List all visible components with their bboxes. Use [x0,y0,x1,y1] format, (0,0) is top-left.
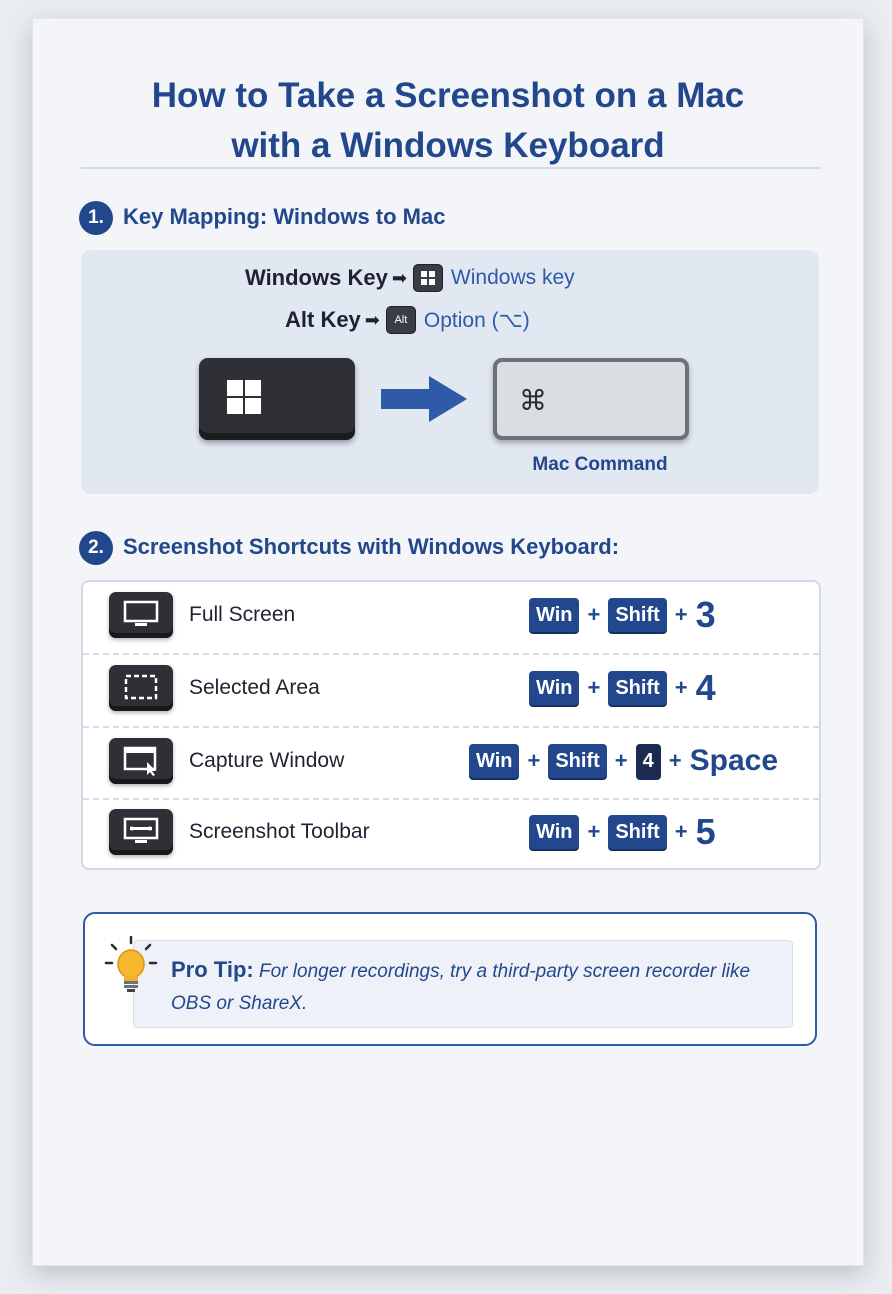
section-1-number: 1. [79,201,113,235]
shortcut-label: Selected Area [189,676,320,699]
plus-sign: + [587,602,601,627]
infographic-card: How to Take a Screenshot on a Mac with a… [32,18,864,1266]
plus-sign: + [587,819,601,844]
key-final: 3 [695,594,716,635]
windows-logo-icon [412,264,443,292]
shortcut-row-selected-area: Selected Area Win + Shift + 4 [83,655,819,727]
key-win: Win [529,598,580,632]
key-final: 4 [695,667,716,708]
shortcut-row-screenshot-toolbar: Screenshot Toolbar Win + Shift + 5 [83,799,819,871]
mapping-row-alt: Alt Key ➡ Alt Option (⌥) [285,304,530,336]
key-win: Win [469,744,520,778]
mac-command-label: Mac Command [532,454,668,475]
plus-sign: + [587,675,601,700]
shortcuts-table: Full Screen Win + Shift + 3 Selected Are… [81,580,821,870]
row-divider [83,653,819,655]
key-win: Win [529,815,580,849]
title-line-1: How to Take a Screenshot on a Mac [151,76,745,115]
shortcut-row-capture-window: Capture Window Win + Shift + 4 + Space [83,728,819,800]
shortcut-keys: Win + Shift + 4 + Space [469,744,778,778]
pro-tip-label: Pro Tip: [171,957,254,982]
title-line-2: with a Windows Keyboard [231,126,665,165]
pro-tip-text: Pro Tip: For longer recordings, try a th… [171,954,771,1020]
key-shift: Shift [608,671,667,705]
toolbar-monitor-icon [109,809,173,855]
key-shift: Shift [608,815,667,849]
key-final: Space [689,744,779,777]
pro-tip-box: Pro Tip: For longer recordings, try a th… [83,912,817,1046]
windows-logo-icon [227,380,261,414]
plus-sign: + [674,675,688,700]
shortcut-row-full-screen: Full Screen Win + Shift + 3 [83,582,819,654]
plus-sign: + [668,748,682,773]
row-divider [83,798,819,800]
shortcut-label: Full Screen [189,603,296,626]
plus-sign: + [527,748,541,773]
monitor-icon [109,592,173,638]
section-1-title: Key Mapping: Windows to Mac [123,204,446,229]
mapping-key-windows: Windows Key [245,265,388,290]
arrow-right-icon: ➡ [364,309,380,330]
plus-sign: + [614,748,628,773]
title-divider [81,167,821,169]
section-2-title: Screenshot Shortcuts with Windows Keyboa… [123,534,620,559]
shortcut-label: Capture Window [189,749,345,772]
pro-tip-body: For longer recordings, try a third-party… [171,961,751,1014]
plus-sign: + [674,819,688,844]
shortcut-label: Screenshot Toolbar [189,820,370,843]
plus-sign: + [674,602,688,627]
window-cursor-icon [109,738,173,784]
arrow-right-icon: ➡ [391,267,407,288]
key-shift: Shift [548,744,607,778]
mapping-value-alt: Option (⌥) [423,308,530,332]
shortcut-keys: Win + Shift + 5 [529,811,716,852]
section-2-number: 2. [79,531,113,565]
key-win: Win [529,671,580,705]
row-divider [83,726,819,728]
selection-area-icon [109,665,173,711]
mapping-value-windows: Windows key [450,266,575,289]
command-key-illustration: ⌘ [493,358,689,440]
windows-key-illustration [199,358,355,440]
shortcut-keys: Win + Shift + 4 [529,667,716,708]
key-mapping-panel: Windows Key ➡ Windows key Alt Key ➡ Alt … [81,250,819,494]
page-title: How to Take a Screenshot on a Mac with a… [33,71,863,171]
alt-key-icon: Alt [385,306,416,334]
key-4: 4 [635,744,661,778]
key-shift: Shift [608,598,667,632]
arrow-right-icon [381,376,467,422]
command-icon: ⌘ [519,385,547,416]
lightbulb-icon [104,936,158,992]
mapping-key-alt: Alt Key [285,307,361,332]
key-final: 5 [695,811,716,852]
mapping-row-windows: Windows Key ➡ Windows key [245,262,575,294]
shortcut-keys: Win + Shift + 3 [529,594,716,635]
